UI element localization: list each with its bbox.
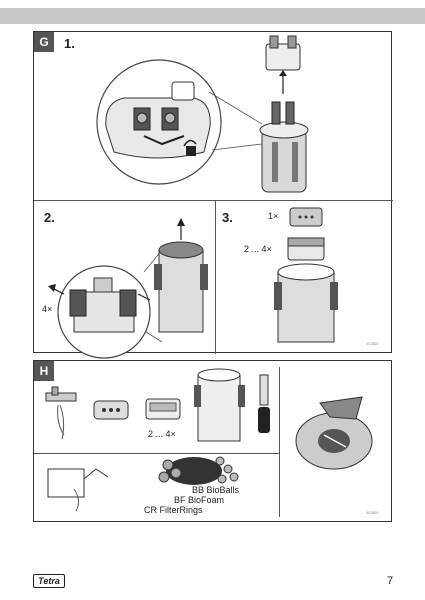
panel-h-code: 4G3830: [366, 511, 378, 515]
page-number: 7: [387, 575, 393, 587]
step-3-illustration: [34, 32, 393, 354]
label-bf-biofoam: BF BioFoam: [174, 495, 224, 505]
tetra-logo: Tetra: [33, 574, 65, 588]
label-cr-filterrings: CR FilterRings: [144, 505, 203, 515]
panel-h: H: [33, 360, 392, 522]
panel-g-code: 4G3820: [366, 342, 378, 346]
top-header-band: [0, 8, 425, 24]
step-3-count-middle: 2 ... 4×: [244, 244, 272, 254]
label-bb-bioballs: BB BioBalls: [192, 485, 239, 495]
step-3-count-top: 1×: [268, 211, 278, 221]
panel-h-count: 2 ... 4×: [148, 429, 176, 439]
panel-g: G 1. 2. 3.: [33, 31, 392, 353]
